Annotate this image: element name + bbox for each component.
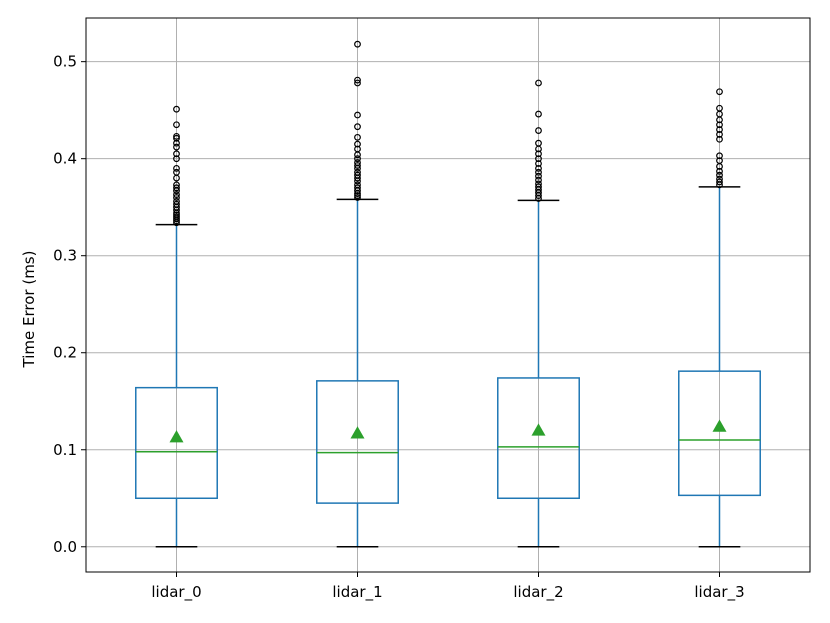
y-tick-label: 0.5 <box>53 53 77 71</box>
outlier-point <box>354 181 361 189</box>
x-tick-label: lidar_3 <box>694 583 744 602</box>
outlier-point <box>535 139 542 147</box>
x-tick-label: lidar_2 <box>513 583 563 602</box>
outlier-point <box>716 167 723 175</box>
outlier-point <box>354 133 361 141</box>
axis-layer: 0.0 0.1 0.2 0.3 0.4 0.5 lidar_0 lidar_1 lidar_2 l… <box>53 53 744 602</box>
outlier-point <box>173 105 180 113</box>
outlier-point <box>173 181 180 189</box>
outlier-point <box>716 121 723 129</box>
outlier-point <box>354 76 361 84</box>
mean-marker <box>350 426 365 439</box>
outlier-point <box>173 139 180 147</box>
outlier-point <box>173 197 180 205</box>
plot-layer <box>135 40 761 548</box>
outlier-point <box>173 200 180 208</box>
outlier-point <box>535 127 542 134</box>
outlier-point <box>716 157 723 165</box>
outlier-point <box>173 213 180 221</box>
outlier-point <box>716 175 723 183</box>
y-tick-label: 0.0 <box>53 538 77 556</box>
mean-marker <box>531 423 546 436</box>
outlier-point <box>354 194 361 201</box>
box-iqr <box>497 377 580 500</box>
outlier-point <box>535 164 542 172</box>
outlier-point <box>716 171 723 179</box>
outlier-point <box>354 40 361 48</box>
outlier-point <box>173 168 180 176</box>
x-tick-label: lidar_0 <box>151 583 201 602</box>
outlier-point <box>173 132 180 140</box>
outlier-point <box>716 104 723 112</box>
mean-marker <box>712 419 727 432</box>
outlier-point <box>535 183 542 191</box>
outlier-point <box>535 150 542 158</box>
outlier-point <box>354 171 361 179</box>
outlier-point <box>354 168 361 176</box>
outlier-point <box>716 126 723 133</box>
outlier-point <box>173 134 180 142</box>
outlier-point <box>535 110 542 118</box>
y-axis-label: Time Error (ms) <box>20 251 38 369</box>
outlier-point <box>354 145 361 153</box>
y-tick-label: 0.3 <box>53 247 77 265</box>
outlier-point <box>173 121 180 129</box>
outlier-point <box>354 192 361 199</box>
box-group-lidar_2 <box>497 79 580 548</box>
box-iqr <box>135 386 218 500</box>
outlier-point <box>354 162 361 169</box>
outlier-point <box>173 150 180 158</box>
outlier-point <box>173 211 180 219</box>
outlier-point <box>535 160 542 167</box>
outlier-point <box>716 152 723 160</box>
outlier-point <box>535 180 542 188</box>
box-group-lidar_1 <box>316 40 399 548</box>
outlier-point <box>716 88 723 96</box>
outlier-point <box>716 135 723 143</box>
outlier-point <box>535 79 542 87</box>
outlier-point <box>354 123 361 131</box>
x-tick-label: lidar_1 <box>332 583 382 602</box>
outlier-point <box>173 194 180 201</box>
outlier-point <box>173 191 180 198</box>
outlier-point <box>535 176 542 184</box>
outlier-point <box>173 143 180 151</box>
outlier-point <box>173 184 180 192</box>
mean-marker <box>169 430 184 443</box>
outlier-point <box>354 184 361 192</box>
outlier-point <box>535 172 542 180</box>
outlier-point <box>173 164 180 172</box>
outlier-point <box>535 155 542 163</box>
outlier-point <box>354 140 361 148</box>
outlier-point <box>716 178 723 186</box>
outlier-point <box>354 159 361 166</box>
box-group-lidar_3 <box>678 88 761 548</box>
box-iqr <box>316 380 399 504</box>
y-tick-label: 0.1 <box>53 441 77 459</box>
outlier-point <box>173 155 180 163</box>
y-tick-label: 0.2 <box>53 344 77 362</box>
outlier-point <box>535 168 542 176</box>
outlier-point <box>354 111 361 119</box>
outlier-point <box>354 79 361 87</box>
box-group-lidar_0 <box>135 105 218 548</box>
box-iqr <box>678 370 761 497</box>
y-tick-label: 0.4 <box>53 150 77 168</box>
plot-frame <box>85 17 811 573</box>
outlier-point <box>354 155 361 163</box>
outlier-point <box>716 131 723 138</box>
